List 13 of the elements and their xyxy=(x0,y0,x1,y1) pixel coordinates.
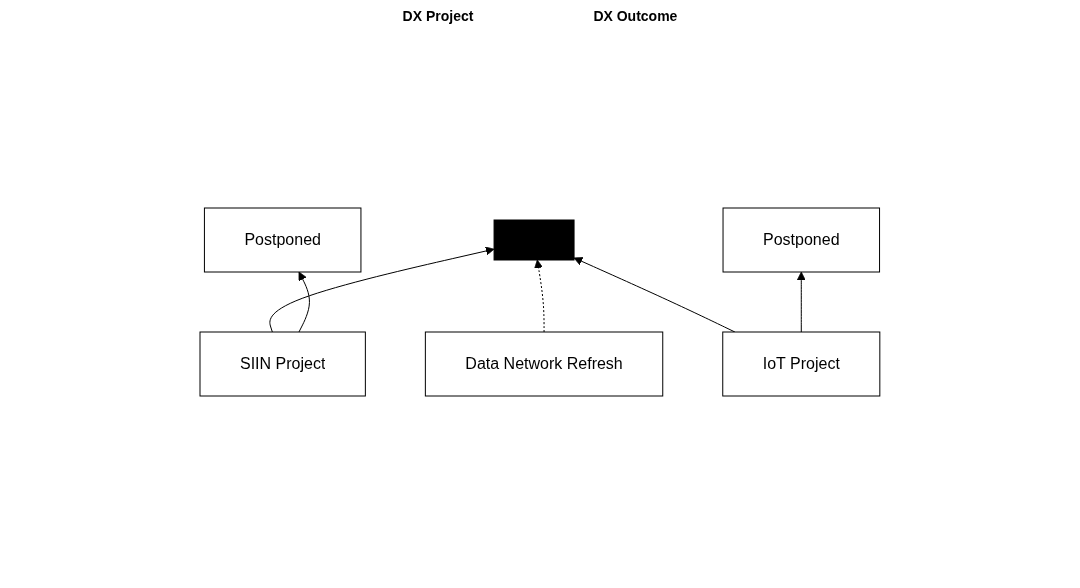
arrow xyxy=(573,257,736,333)
arrow xyxy=(298,271,311,333)
node-box: Postponed xyxy=(204,207,362,273)
node-box: IoT Project xyxy=(722,331,881,397)
column-heading: DX Project xyxy=(402,8,474,24)
node-bar xyxy=(493,219,575,261)
column-heading: DX Outcome xyxy=(593,8,678,24)
node-box: SIIN Project xyxy=(199,331,366,397)
node-box: Data Network Refresh xyxy=(424,331,664,397)
arrow xyxy=(269,246,495,333)
node-box: Postponed xyxy=(722,207,881,273)
arrow xyxy=(796,271,806,333)
arrow xyxy=(534,259,545,333)
